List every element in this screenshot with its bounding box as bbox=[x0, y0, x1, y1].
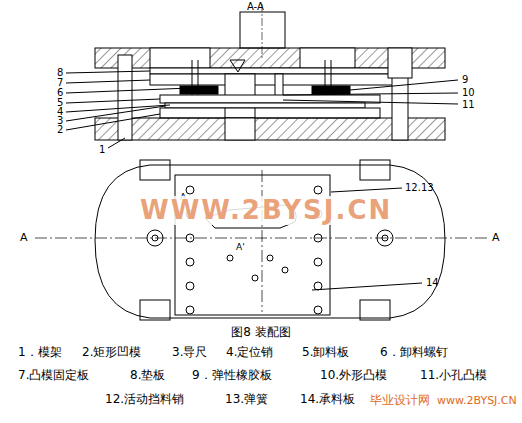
section-mark: A-A bbox=[247, 1, 264, 12]
figure-caption: 图8 装配图 bbox=[231, 326, 290, 339]
part-name: 4.定位销 bbox=[226, 346, 273, 359]
watermark: WWW.2BYSJ.CN bbox=[140, 196, 392, 225]
plan-view bbox=[35, 160, 488, 320]
section-mark: A bbox=[20, 232, 28, 244]
callout-number: 10 bbox=[462, 87, 475, 98]
screw-hole bbox=[314, 258, 322, 266]
part-name: 7.凸模固定板 bbox=[18, 369, 89, 382]
callout-number: 9 bbox=[462, 74, 468, 85]
watermark: www.2BYSJ.CN bbox=[437, 395, 517, 407]
part-name: 3.导尺 bbox=[172, 346, 207, 359]
callout-number: 12.13 bbox=[405, 182, 434, 193]
screw-hole bbox=[314, 282, 322, 290]
part-name: 6．卸料螺钉 bbox=[380, 346, 448, 359]
screw-hole bbox=[186, 258, 194, 266]
part-name: 14.承料板 bbox=[300, 393, 355, 406]
section-mark: A' bbox=[236, 243, 245, 253]
callout-number: 2 bbox=[57, 124, 63, 135]
part-name: 2.矩形凹模 bbox=[82, 346, 141, 359]
screw-hole bbox=[314, 306, 322, 314]
part-name: 11.小孔凸模 bbox=[420, 369, 487, 382]
screw-hole bbox=[314, 186, 322, 194]
part-name: 10.外形凸模 bbox=[320, 369, 387, 382]
watermark: 毕业设计网 bbox=[370, 394, 430, 407]
screw-hole bbox=[186, 282, 194, 290]
callout-number: 8 bbox=[57, 67, 63, 78]
section-mark: A bbox=[492, 232, 500, 244]
callout-number: 1 bbox=[99, 144, 105, 155]
screw-hole bbox=[186, 306, 194, 314]
callout-number: 7 bbox=[57, 77, 63, 88]
callout-number: 11 bbox=[462, 99, 475, 110]
section-view bbox=[66, 4, 458, 148]
part-name: 5.卸料板 bbox=[302, 346, 349, 359]
part-name: 1．模架 bbox=[18, 346, 62, 359]
part-name: 12.活动挡料销 bbox=[105, 393, 184, 406]
part-name: 9．弹性橡胶板 bbox=[192, 369, 272, 382]
part-name: 13.弹簧 bbox=[225, 393, 268, 406]
callout-number: 14 bbox=[426, 277, 439, 288]
callout-number: 6 bbox=[57, 87, 63, 98]
screw-hole bbox=[186, 186, 194, 194]
part-name: 8.垫板 bbox=[130, 369, 165, 382]
